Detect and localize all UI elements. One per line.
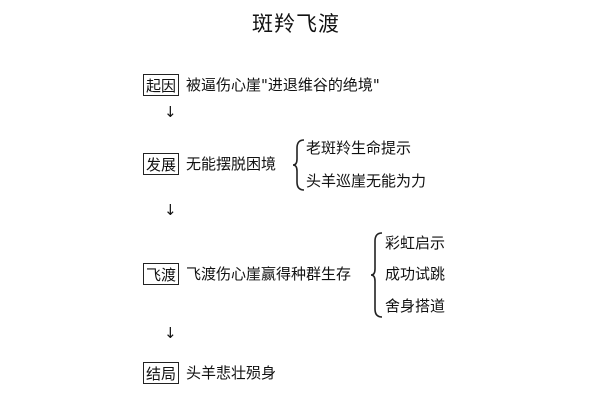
section-text-leap: 飞渡伤心崖赢得种群生存 xyxy=(186,265,352,283)
section-text-development: 无能摆脱困境 xyxy=(186,155,277,173)
brace-leap xyxy=(370,232,383,318)
section-tag-cause: 起因 xyxy=(143,74,180,96)
section-tag-ending: 结局 xyxy=(143,362,180,384)
section-tag-development: 发展 xyxy=(143,153,180,175)
sub-item-leap-2: 成功试跳 xyxy=(385,265,446,283)
flow-arrow-1: ↓ xyxy=(164,103,177,121)
sub-item-development-2: 头羊巡崖无能为力 xyxy=(306,172,427,190)
flow-arrow-3: ↓ xyxy=(164,324,177,342)
section-text-cause: 被逼伤心崖"进退维谷的绝境" xyxy=(186,76,380,94)
flow-arrow-2: ↓ xyxy=(164,201,177,219)
brace-development xyxy=(292,139,305,191)
section-text-ending: 头羊悲壮殒身 xyxy=(186,364,277,382)
section-tag-leap: 飞渡 xyxy=(143,263,180,285)
sub-item-development-1: 老斑羚生命提示 xyxy=(306,139,412,157)
diagram-title: 斑羚飞渡 xyxy=(252,12,340,36)
sub-item-leap-3: 舍身搭道 xyxy=(385,297,446,315)
sub-item-leap-1: 彩虹启示 xyxy=(385,234,446,252)
